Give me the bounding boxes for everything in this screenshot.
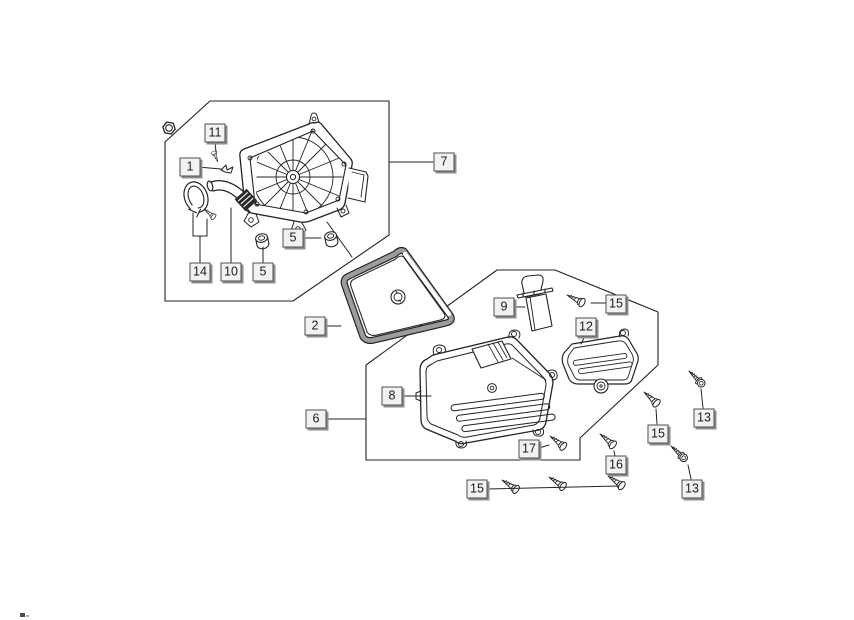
callout-15c[interactable]: 15 — [466, 479, 488, 499]
callout-15b[interactable]: 15 — [647, 424, 669, 444]
callout-16[interactable]: 16 — [605, 455, 627, 475]
group-outline-airbox-assembly — [365, 269, 659, 461]
callout-5b[interactable]: 5 — [252, 262, 274, 282]
filter-element — [340, 246, 455, 345]
callout-13b[interactable]: 13 — [681, 479, 703, 499]
clip-1 — [220, 164, 234, 174]
intake-hose — [206, 180, 259, 213]
callout-12[interactable]: 12 — [575, 317, 597, 337]
cover-plate-12 — [561, 328, 639, 394]
hex-nut — [162, 121, 176, 135]
callout-8[interactable]: 8 — [381, 386, 403, 406]
airbox-cover — [415, 329, 558, 449]
callout-7[interactable]: 7 — [433, 152, 455, 172]
scan-artifact-mark — [20, 613, 29, 617]
hose-ribbed-boot — [234, 188, 258, 212]
intake-duct — [516, 274, 554, 332]
callout-1[interactable]: 1 — [179, 157, 201, 177]
callout-2[interactable]: 2 — [304, 316, 326, 336]
callout-17[interactable]: 17 — [518, 439, 540, 459]
callout-6[interactable]: 6 — [305, 409, 327, 429]
air-filter-housing — [239, 112, 369, 258]
callout-9[interactable]: 9 — [493, 297, 515, 317]
hose-clamp — [183, 181, 209, 220]
callout-15a[interactable]: 15 — [605, 294, 627, 314]
callout-13a[interactable]: 13 — [693, 408, 715, 428]
callout-10[interactable]: 10 — [220, 262, 242, 282]
group-outline-air-filter-assembly — [164, 100, 390, 302]
leader-lines — [192, 141, 704, 490]
callout-14[interactable]: 14 — [189, 262, 211, 282]
callout-11[interactable]: 11 — [204, 123, 226, 143]
callout-5a[interactable]: 5 — [282, 228, 304, 248]
